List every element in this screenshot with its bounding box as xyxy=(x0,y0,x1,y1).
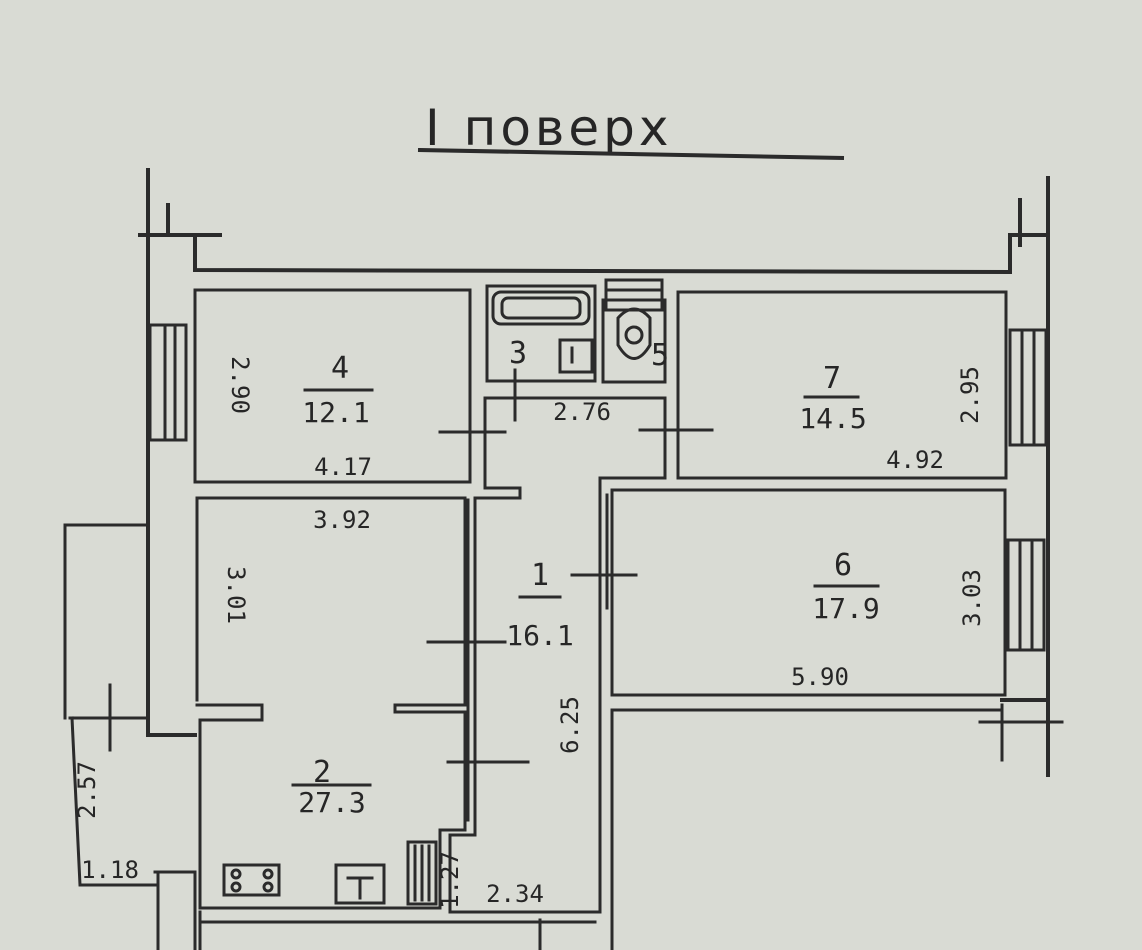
balcony-outline xyxy=(63,523,157,887)
dim-room2-top: 3.92 xyxy=(313,506,371,534)
dimension-labels: 2.90 4.17 3.92 3.01 2.76 2.95 4.92 3.03 … xyxy=(73,356,986,909)
window-room-4 xyxy=(148,323,188,442)
room-2-number: 2 xyxy=(313,755,331,790)
room-6-outline xyxy=(610,488,1007,697)
dim-entrance-small: 1.27 xyxy=(436,851,464,909)
outer-walls xyxy=(138,168,1050,777)
dim-room7-height: 2.95 xyxy=(956,366,984,424)
room-1-area: 16.1 xyxy=(506,619,573,652)
room-1-label: 1 16.1 xyxy=(506,558,573,652)
window-room-6 xyxy=(1006,538,1046,652)
room-6-number: 6 xyxy=(834,548,852,583)
dim-room6-width: 5.90 xyxy=(791,663,849,691)
bathtub-icon xyxy=(491,290,591,326)
room-3-outline xyxy=(485,284,597,383)
room-6-area: 17.9 xyxy=(812,592,879,625)
dim-room2-height: 3.01 xyxy=(222,566,250,624)
plan-title: I поверх xyxy=(425,99,672,157)
room-4-outline xyxy=(193,288,472,484)
radiator-icon xyxy=(406,840,438,906)
room-4-area: 12.1 xyxy=(302,396,369,429)
room-6-label: 6 17.9 xyxy=(812,548,879,625)
dim-hall-width: 2.76 xyxy=(553,398,611,426)
window-room-7 xyxy=(1008,328,1048,447)
dim-balcony-height: 2.57 xyxy=(73,761,101,819)
dim-balcony-width: 1.18 xyxy=(81,856,139,884)
title-underline xyxy=(417,147,845,161)
room-7-area: 14.5 xyxy=(799,402,866,435)
dim-room4-height: 2.90 xyxy=(226,356,254,414)
room-3-number: 3 xyxy=(509,336,527,371)
room-7-label: 7 14.5 xyxy=(799,361,866,435)
room-1-number: 1 xyxy=(531,558,549,593)
dim-room7-width: 4.92 xyxy=(886,446,944,474)
room-2-area: 27.3 xyxy=(298,786,365,819)
room-4-label: 4 12.1 xyxy=(302,351,374,429)
door-marks xyxy=(426,428,714,822)
room-4-number: 4 xyxy=(331,351,349,386)
kitchen-sink-icon xyxy=(334,863,386,905)
dim-entrance-width: 2.34 xyxy=(486,880,544,908)
toilet-icon xyxy=(604,278,664,360)
dim-corridor-length: 6.25 xyxy=(556,696,584,754)
sink-icon xyxy=(558,338,594,374)
room-5-number: 5 xyxy=(651,338,669,373)
dim-room6-height: 3.03 xyxy=(958,569,986,627)
room-7-outline xyxy=(676,290,1008,480)
stove-icon xyxy=(222,863,281,897)
room-2-outline xyxy=(195,496,467,910)
dim-room4-width: 4.17 xyxy=(314,453,372,481)
room-2-label: 2 27.3 xyxy=(291,755,372,819)
lower-walls xyxy=(153,703,1064,950)
room-1-outline xyxy=(448,396,667,914)
room-7-number: 7 xyxy=(823,361,841,396)
